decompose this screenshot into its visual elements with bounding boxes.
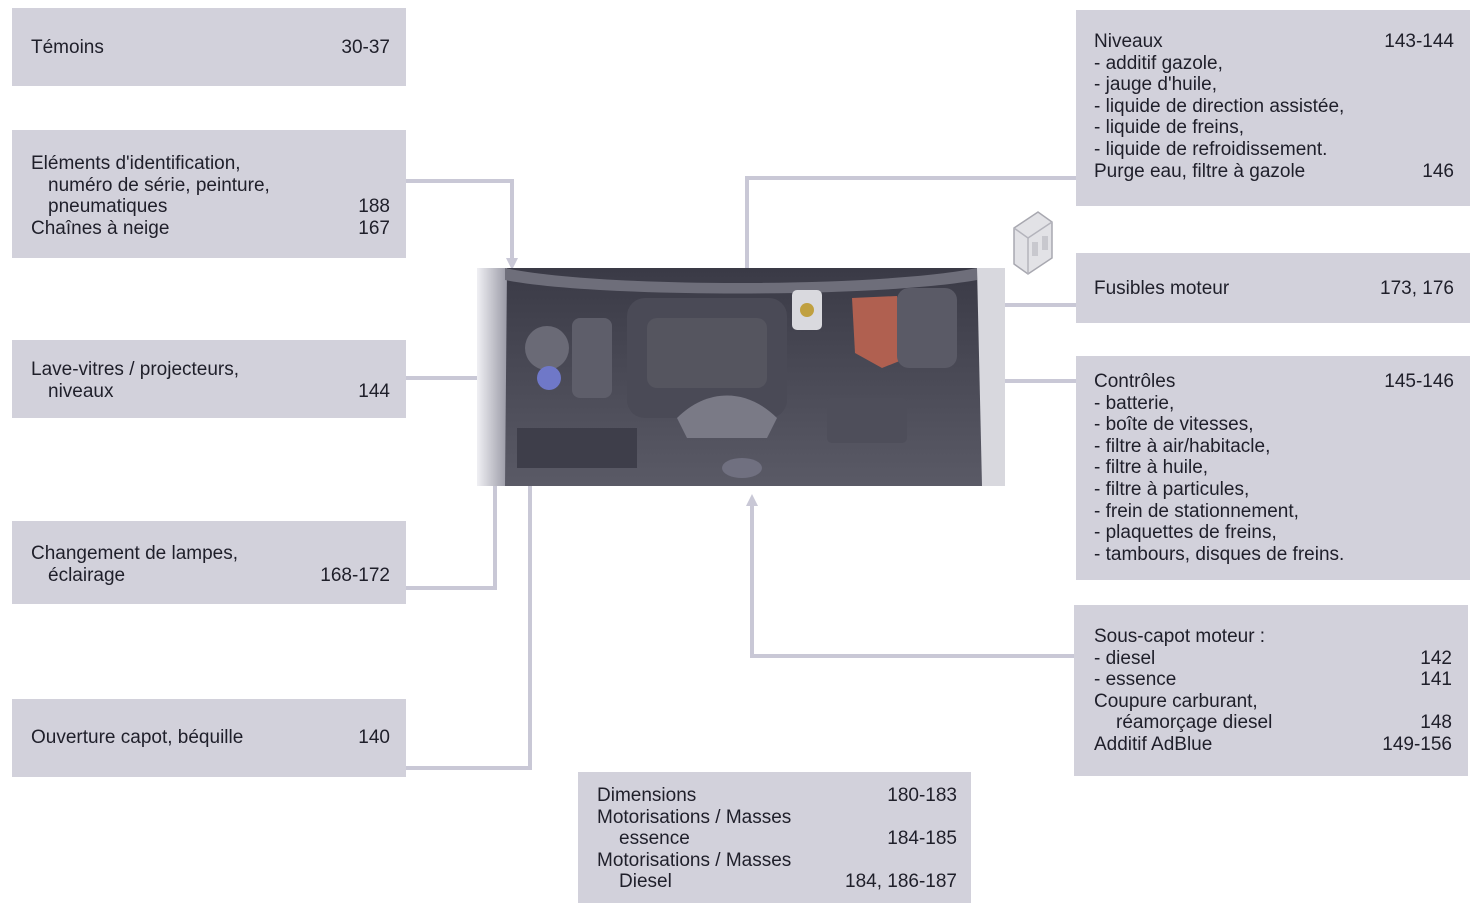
fusibles-row: Fusibles moteur 173, 176 <box>1094 278 1454 300</box>
lave-line2-label: niveaux <box>48 380 114 402</box>
controles-title-row: Contrôles 145-146 <box>1094 371 1454 393</box>
list-item: - filtre à particules, <box>1094 478 1250 500</box>
souscapot-coupure2-row: réamorçage diesel 148 <box>1094 712 1452 734</box>
niveaux-pages: 143-144 <box>1384 31 1454 52</box>
lave-pages: 144 <box>358 380 390 402</box>
identification-line3-pages: 188 <box>358 196 390 218</box>
list-item: - plaquettes de freins, <box>1094 522 1277 544</box>
souscapot-title: Sous-capot moteur : <box>1094 626 1266 647</box>
souscapot-diesel: - diesel <box>1094 647 1156 669</box>
dimensions-box: Dimensions 180-183 Motorisations / Masse… <box>578 772 971 903</box>
motor1-sub-row: essence 184-185 <box>597 828 957 850</box>
niveaux-box: Niveaux 143-144 - additif gazole, - jaug… <box>1076 10 1470 206</box>
lampes-line1: Changement de lampes, <box>31 543 239 564</box>
arrow-head-identification <box>506 258 518 270</box>
purge-label: Purge eau, filtre à gazole <box>1094 160 1306 182</box>
connector-capot <box>406 462 735 770</box>
connector-identification <box>406 179 514 262</box>
niveaux-title-row: Niveaux 143-144 <box>1094 31 1454 53</box>
fusibles-pages: 173, 176 <box>1380 278 1454 299</box>
connector-souscapot <box>750 504 1074 658</box>
identification-box: Eléments d'identification, numéro de sér… <box>12 130 406 258</box>
temoins-box: Témoins 30-37 <box>12 8 406 86</box>
controles-box: Contrôles 145-146 - batterie, - boîte de… <box>1076 356 1470 580</box>
capot-row: Ouverture capot, béquille 140 <box>31 727 390 749</box>
fusibles-box: Fusibles moteur 173, 176 <box>1076 253 1470 323</box>
dimensions-pages: 180-183 <box>887 785 957 806</box>
lave-line1: Lave-vitres / projecteurs, <box>31 359 240 380</box>
souscapot-coupure2: réamorçage diesel <box>1116 712 1273 734</box>
fuse-icon <box>1013 211 1053 275</box>
souscapot-diesel-pages: 142 <box>1420 647 1452 669</box>
list-item: - tambours, disques de freins. <box>1094 543 1345 565</box>
identification-line4-label: Chaînes à neige <box>31 217 170 239</box>
souscapot-essence: - essence <box>1094 669 1177 691</box>
souscapot-adblue-pages: 149-156 <box>1382 733 1452 755</box>
fusibles-label: Fusibles moteur <box>1094 278 1230 299</box>
list-item: - batterie, <box>1094 392 1175 414</box>
lave-line2: niveaux 144 <box>31 381 390 403</box>
motor2-line: Motorisations / Masses <box>597 849 792 871</box>
list-item: - liquide de direction assistée, <box>1094 95 1345 117</box>
controles-pages: 145-146 <box>1384 371 1454 392</box>
controles-title: Contrôles <box>1094 371 1176 392</box>
list-item: - liquide de freins, <box>1094 117 1244 139</box>
capot-label: Ouverture capot, béquille <box>31 727 244 748</box>
lampes-line2-label: éclairage <box>48 564 126 586</box>
motor1-sub: essence <box>619 828 690 850</box>
identification-line4: Chaînes à neige 167 <box>31 218 390 240</box>
temoins-label: Témoins <box>31 37 104 58</box>
souscapot-diesel-row: - diesel 142 <box>1094 648 1452 670</box>
lave-vitres-box: Lave-vitres / projecteurs, niveaux 144 <box>12 340 406 418</box>
capot-pages: 140 <box>358 727 390 748</box>
souscapot-coupure1: Coupure carburant, <box>1094 690 1258 712</box>
identification-line3: pneumatiques 188 <box>31 196 390 218</box>
purge-pages: 146 <box>1422 160 1454 182</box>
motor2-sub: Diesel <box>619 871 672 893</box>
list-item: - filtre à huile, <box>1094 457 1209 479</box>
sous-capot-box: Sous-capot moteur : - diesel 142 - essen… <box>1074 605 1468 776</box>
souscapot-adblue: Additif AdBlue <box>1094 733 1213 755</box>
lampes-pages: 168-172 <box>320 564 390 586</box>
lampes-box: Changement de lampes, éclairage 168-172 <box>12 521 406 604</box>
identification-line4-pages: 167 <box>358 217 390 239</box>
dimensions-row: Dimensions 180-183 <box>597 785 957 807</box>
souscapot-adblue-row: Additif AdBlue 149-156 <box>1094 734 1452 756</box>
temoins-row: Témoins 30-37 <box>31 37 390 59</box>
identification-line3-label: pneumatiques <box>48 196 168 218</box>
motor2-pages: 184, 186-187 <box>845 871 957 893</box>
identification-line2: numéro de série, peinture, <box>48 174 270 196</box>
identification-line1: Eléments d'identification, <box>31 153 241 174</box>
list-item: - liquide de refroidissement. <box>1094 138 1328 160</box>
souscapot-essence-row: - essence 141 <box>1094 669 1452 691</box>
capot-box: Ouverture capot, béquille 140 <box>12 699 406 777</box>
arrow-head-souscapot <box>746 494 758 506</box>
souscapot-coupure-pages: 148 <box>1420 712 1452 734</box>
purge-row: Purge eau, filtre à gazole 146 <box>1094 161 1454 183</box>
motor1-pages: 184-185 <box>887 828 957 850</box>
motor1-line: Motorisations / Masses <box>597 806 792 828</box>
temoins-pages: 30-37 <box>341 37 390 58</box>
souscapot-essence-pages: 141 <box>1420 669 1452 691</box>
list-item: - frein de stationnement, <box>1094 500 1299 522</box>
list-item: - boîte de vitesses, <box>1094 414 1254 436</box>
niveaux-title: Niveaux <box>1094 31 1163 52</box>
motor2-sub-row: Diesel 184, 186-187 <box>597 871 957 893</box>
engine-bay-illustration <box>477 268 1005 486</box>
dimensions-label: Dimensions <box>597 785 697 806</box>
lampes-line2: éclairage 168-172 <box>31 565 390 587</box>
list-item: - jauge d'huile, <box>1094 74 1217 96</box>
list-item: - filtre à air/habitacle, <box>1094 435 1271 457</box>
list-item: - additif gazole, <box>1094 52 1223 74</box>
connector-lampes <box>406 455 497 590</box>
